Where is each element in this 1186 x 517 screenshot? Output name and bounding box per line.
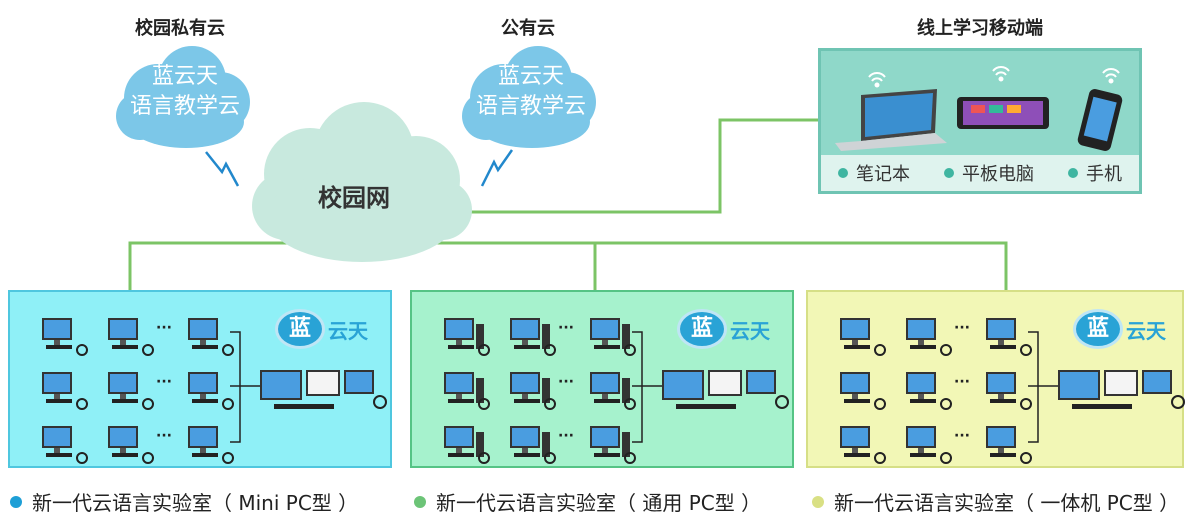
computer-icon [590,426,636,464]
mobile-panel: 笔记本 平板电脑 手机 [818,48,1142,194]
brand-text: 云天 [730,318,770,343]
lightning-icon-private [205,151,240,187]
lab-caption-text: 新一代云语言实验室（ 一体机 PC型 ） [834,491,1180,515]
tablet-icon [957,97,1049,129]
computer-icon [986,372,1032,410]
mobile-device-phone: 手机 [1068,160,1122,186]
computer-icon [840,318,886,356]
teacher-station-icon [662,370,789,409]
bullet-icon [10,495,22,508]
computer-icon [444,372,490,410]
campus-network-label: 校园网 [318,184,390,212]
ellipsis-text: ··· [954,428,970,444]
lab-caption-all-in-one-pc: 新一代云语言实验室（ 一体机 PC型 ） [812,487,1179,516]
computer-icon [188,318,234,356]
wifi-icon [868,66,1120,88]
computer-icon [108,372,154,410]
bullet-icon [838,168,848,178]
cloud-icon-private [116,46,250,148]
brand-text: 云天 [1126,318,1166,343]
public-cloud-label-1: 蓝云天 [497,64,564,89]
computer-icon [188,426,234,464]
ellipsis-text: ··· [156,374,172,390]
bullet-icon [944,168,954,178]
mobile-device-list: 笔记本 平板电脑 手机 [821,155,1139,191]
computer-icon [590,318,636,356]
mobile-device-notebook: 笔记本 [838,160,910,186]
private-cloud-label-1: 蓝云天 [151,64,218,89]
computer-icon [444,426,490,464]
computer-icon [906,426,952,464]
ellipsis-text: ··· [156,428,172,444]
computer-icon [188,372,234,410]
public-cloud-label-2: 语言教学云 [475,94,586,119]
computer-icon [906,372,952,410]
computer-icon [590,372,636,410]
lightning-icon-public [480,149,514,187]
connector-bracket [1028,331,1058,443]
brand-logo: 蓝云天 [680,312,770,346]
brand-bubble: 蓝 [278,312,322,346]
computer-icon [510,426,556,464]
heading-private-cloud: 校园私有云 [135,18,225,39]
bullet-icon [1068,168,1078,178]
mobile-device-label: 平板电脑 [962,164,1034,185]
computer-icon [108,426,154,464]
computer-icon [510,318,556,356]
phone-icon [1077,89,1123,151]
lab-general-pc: ··· ··· ··· 蓝云天 [410,290,794,468]
brand-logo: 蓝云天 [278,312,368,346]
line-campus-to-mobile [466,118,818,214]
computer-icon [986,318,1032,356]
ellipsis-text: ··· [156,320,172,336]
ellipsis-text: ··· [954,374,970,390]
lab-caption-mini-pc: 新一代云语言实验室（ Mini PC型 ） [10,487,358,516]
lab-caption-text: 新一代云语言实验室（ 通用 PC型 ） [436,491,762,515]
mobile-devices-illustration [835,66,1123,151]
ellipsis-text: ··· [558,320,574,336]
bullet-icon [812,495,824,508]
teacher-station-icon [1058,370,1185,409]
computer-icon [42,372,88,410]
computer-icon [840,372,886,410]
lab-all-in-one-pc: ··· ··· ··· 蓝云天 [806,290,1185,468]
ellipsis-text: ··· [558,374,574,390]
brand-bubble: 蓝 [680,312,724,346]
connector-bracket [632,331,662,443]
computer-icon [840,426,886,464]
computer-icon [42,426,88,464]
connector-bracket [230,331,260,443]
computer-icon [42,318,88,356]
private-cloud-label-2: 语言教学云 [129,94,240,119]
computer-icon [444,318,490,356]
computer-icon [906,318,952,356]
mobile-device-label: 手机 [1086,164,1122,185]
computer-icon [510,372,556,410]
mobile-device-tablet: 平板电脑 [944,160,1034,186]
computer-icon [108,318,154,356]
computer-icon [986,426,1032,464]
heading-mobile: 线上学习移动端 [917,18,1043,39]
laptop-icon [835,89,947,151]
ellipsis-text: ··· [558,428,574,444]
lab-caption-text: 新一代云语言实验室（ Mini PC型 ） [32,491,359,515]
heading-public-cloud: 公有云 [501,18,555,39]
lab-caption-general-pc: 新一代云语言实验室（ 通用 PC型 ） [414,487,761,516]
teacher-station-icon [260,370,387,409]
cloud-icon-public [462,46,596,148]
mobile-device-label: 笔记本 [856,164,910,185]
lab-mini-pc: ··· ··· ··· 蓝云天 [8,290,392,468]
cloud-icon-campus [252,102,472,262]
bullet-icon [414,495,426,508]
line-campus-to-labs [128,241,1008,290]
brand-logo: 蓝云天 [1076,312,1166,346]
ellipsis-text: ··· [954,320,970,336]
brand-bubble: 蓝 [1076,312,1120,346]
brand-text: 云天 [328,318,368,343]
